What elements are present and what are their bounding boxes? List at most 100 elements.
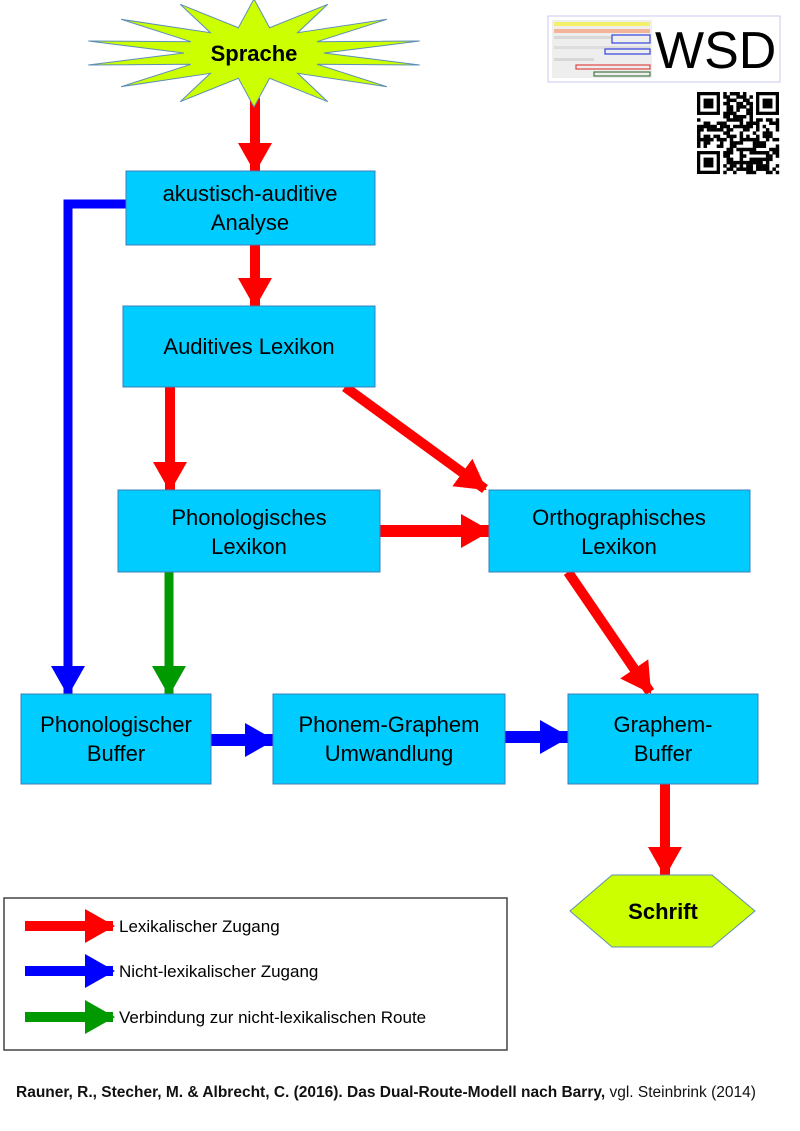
qr-module: [739, 157, 744, 162]
edge-analyse-to-phonologischer-buffer: [51, 199, 126, 696]
qr-module: [729, 105, 734, 109]
qr-module: [729, 92, 734, 96]
qr-module: [746, 111, 750, 116]
qr-module: [697, 131, 701, 135]
qr-module: [733, 134, 737, 139]
qr-module: [742, 128, 747, 132]
qr-module: [739, 160, 744, 165]
qr-module: [703, 144, 708, 148]
qr-module: [746, 108, 750, 112]
qr-module: [756, 137, 760, 142]
qr-module: [775, 124, 780, 129]
node-graphem-buffer-line2: Buffer: [634, 741, 692, 766]
start-node-sprache: Sprache: [88, 0, 420, 109]
qr-module: [769, 134, 773, 139]
qr-module: [749, 137, 753, 142]
qr-module: [726, 157, 730, 162]
qr-module: [772, 151, 776, 155]
qr-module: [756, 167, 760, 171]
qr-module: [762, 131, 767, 135]
qr-module: [749, 170, 753, 175]
qr-module: [700, 137, 704, 142]
qr-module: [729, 151, 734, 155]
citation-authors: Rauner, R., Stecher, M. & Albrecht, C. (…: [16, 1084, 606, 1101]
qr-module: [739, 131, 744, 135]
qr-module: [697, 137, 701, 142]
qr-module: [706, 137, 711, 142]
qr-module: [759, 167, 763, 171]
qr-module: [719, 144, 724, 148]
qr-module: [759, 144, 763, 148]
qr-module: [733, 98, 737, 103]
qr-module: [716, 144, 721, 148]
qr-module: [723, 164, 727, 168]
qr-module: [723, 101, 727, 106]
qr-module: [749, 118, 753, 122]
qr-module: [752, 131, 757, 135]
qr-module: [729, 164, 734, 168]
qr-module: [749, 114, 753, 119]
qr-module: [719, 121, 724, 125]
qr-module: [742, 95, 747, 99]
legend: Lexikalischer Zugang Nicht-lexikalischer…: [3, 897, 508, 1051]
qr-module: [756, 157, 760, 162]
qr-module: [729, 141, 734, 145]
qr-module: [736, 118, 740, 122]
qr-module: [719, 137, 724, 142]
legend-item-lexical: Lexikalischer Zugang: [25, 909, 280, 943]
qr-module: [729, 144, 734, 148]
qr-module: [713, 128, 717, 132]
qr-module: [762, 124, 767, 129]
qr-module: [697, 134, 701, 139]
qr-module: [775, 137, 780, 142]
qr-module: [756, 124, 760, 129]
node-analyse: akustisch-auditive Analyse: [125, 170, 376, 246]
qr-module: [739, 137, 744, 142]
qr-module: [762, 144, 767, 148]
qr-module: [742, 114, 747, 119]
qr-module: [749, 157, 753, 162]
qr-module: [775, 147, 780, 152]
qr-code-icon[interactable]: [697, 92, 780, 175]
edge-auditives-to-orthographisches: [342, 382, 488, 494]
qr-module: [759, 157, 763, 162]
node-phonologischer-buffer-line2: Buffer: [87, 741, 145, 766]
qr-module: [723, 131, 727, 135]
qr-module: [756, 141, 760, 145]
wsd-logo[interactable]: WSD: [547, 15, 781, 83]
qr-module: [739, 141, 744, 145]
node-analyse-line1: akustisch-auditive: [163, 181, 338, 206]
node-graphem-buffer: Graphem- Buffer: [567, 693, 759, 785]
qr-module: [769, 157, 773, 162]
qr-module: [736, 124, 740, 129]
qr-module: [703, 134, 708, 139]
qr-module: [697, 144, 701, 148]
qr-module: [752, 170, 757, 175]
qr-module: [739, 95, 744, 99]
qr-module: [746, 101, 750, 106]
qr-module: [769, 131, 773, 135]
node-orthographisches-lexikon: Orthographisches Lexikon: [488, 489, 751, 573]
qr-module: [697, 118, 701, 122]
qr-module: [716, 121, 721, 125]
qr-module: [726, 108, 730, 112]
qr-module: [697, 128, 701, 132]
qr-module: [736, 160, 740, 165]
node-phonem-graphem-umwandlung: Phonem-Graphem Umwandlung: [272, 693, 506, 785]
qr-module: [765, 167, 770, 171]
qr-module: [742, 167, 747, 171]
qr-module: [726, 134, 730, 139]
qr-module: [719, 128, 724, 132]
qr-module: [733, 144, 737, 148]
qr-module: [765, 157, 770, 162]
qr-module: [716, 134, 721, 139]
qr-module: [736, 108, 740, 112]
qr-module: [719, 141, 724, 145]
qr-module: [729, 118, 734, 122]
qr-module: [739, 114, 744, 119]
qr-module: [736, 101, 740, 106]
qr-module: [746, 167, 750, 171]
qr-module: [756, 121, 760, 125]
qr-module: [733, 92, 737, 96]
